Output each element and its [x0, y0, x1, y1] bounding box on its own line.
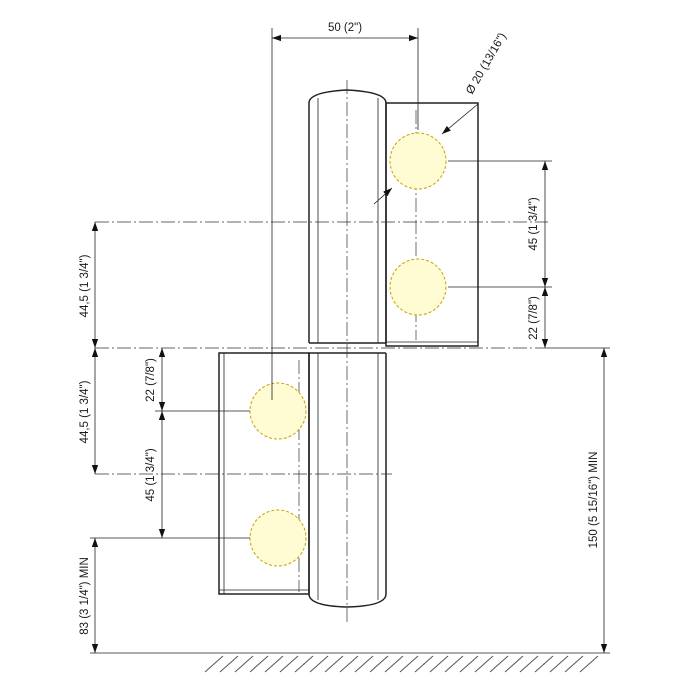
upper-knuckle [308, 89, 387, 343]
hole-upper-2 [389, 258, 447, 316]
floor-hatch-line [279, 655, 299, 673]
hole-lower-1 [249, 382, 307, 440]
hole-lower-2 [249, 509, 307, 567]
hole-upper-1 [389, 132, 447, 190]
floor-hatch-line [219, 655, 239, 673]
floor-hatch-line [249, 655, 269, 673]
floor-hatch-line [504, 655, 524, 673]
dim-left-upper-label: 44,5 (1 3/4") [79, 254, 91, 317]
lower-knuckle [308, 353, 387, 608]
floor-hatch-line [369, 655, 389, 673]
floor-hatch-line [324, 655, 344, 673]
floor-hatch-line [204, 655, 224, 673]
floor-hatch-line [384, 655, 404, 673]
dim-width-label: 50 (2") [328, 22, 362, 34]
floor-hatch-line [294, 655, 314, 673]
floor-hatch-line [399, 655, 419, 673]
holes [249, 132, 447, 567]
floor-hatch-line [459, 655, 479, 673]
dim-diameter-label: Ø 20 (13/16") [464, 31, 509, 97]
dim-left-lower-label: 44,5 (1 3/4") [79, 380, 91, 443]
floor-hatch-line [234, 655, 254, 673]
floor-hatch-line [519, 655, 539, 673]
floor-hatch-line [564, 655, 584, 673]
dim-lower-spacing-label: 45 (1 3/4") [145, 448, 157, 501]
floor-hatch-line [549, 655, 569, 673]
floor-hatch-line [309, 655, 329, 673]
floor-hatch-line [429, 655, 449, 673]
floor-hatch-line [489, 655, 509, 673]
dim-upper-spacing-label: 45 (1 3/4") [528, 197, 540, 250]
floor-hatch-line [534, 655, 554, 673]
floor-hatch-line [414, 655, 434, 673]
dim-floor-clearance-label: 83 (3 1/4") MIN [79, 557, 91, 635]
dimensions: 50 (2") Ø 20 (13/16") 45 (1 3/4") 22 (7/… [79, 22, 610, 653]
dim-lower-offset-label: 22 (7/8") [145, 358, 157, 402]
dim-total-height-label: 150 (5 15/16") MIN [588, 452, 600, 549]
floor-hatch-line [339, 655, 359, 673]
floor-hatch-line [444, 655, 464, 673]
floor-hatch-line [354, 655, 374, 673]
floor [90, 652, 610, 673]
dim-upper-offset-label: 22 (7/8") [528, 296, 540, 340]
floor-hatch-line [579, 655, 599, 673]
floor-hatch-line [474, 655, 494, 673]
floor-hatch-line [264, 655, 284, 673]
